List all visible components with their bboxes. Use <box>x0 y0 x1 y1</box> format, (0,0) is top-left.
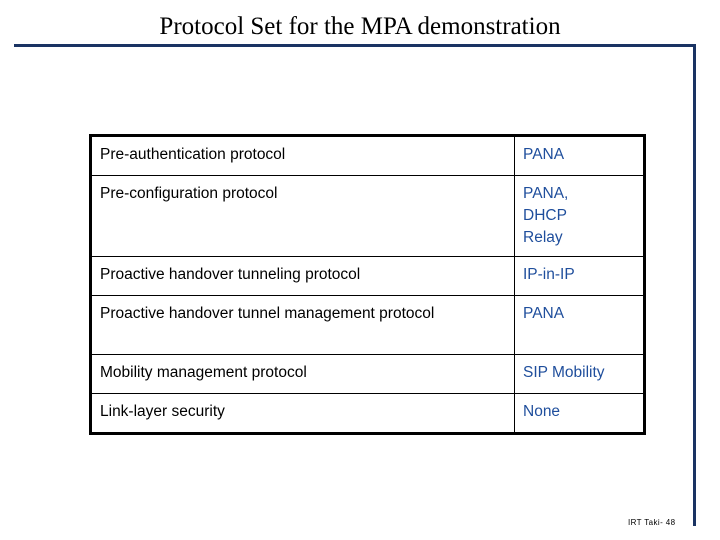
table-cell-protocol: Pre-authentication protocol <box>90 135 515 176</box>
table-cell-protocol: Pre-configuration protocol <box>90 175 515 257</box>
protocol-table: Pre-authentication protocol PANA Pre-con… <box>89 134 646 435</box>
table-cell-protocol: Proactive handover tunnel management pro… <box>90 295 515 355</box>
footer-note: IRT Taki- 48 <box>628 518 676 527</box>
table-cell-value: PANA, DHCP Relay <box>514 175 645 257</box>
page-title: Protocol Set for the MPA demonstration <box>159 13 561 40</box>
protocol-label: Pre-configuration protocol <box>100 185 278 202</box>
protocol-label: Proactive handover tunnel management pro… <box>100 305 435 322</box>
protocol-label: Pre-authentication protocol <box>100 146 286 163</box>
table-cell-value: None <box>514 393 645 434</box>
table-row: Proactive handover tunnel management pro… <box>90 295 645 355</box>
table-row: Pre-configuration protocol PANA, DHCP Re… <box>90 175 645 257</box>
protocol-value: IP-in-IP <box>523 266 575 283</box>
table-row: Proactive handover tunneling protocol IP… <box>90 256 645 296</box>
protocol-value: PANA, DHCP Relay <box>523 185 569 246</box>
table-cell-value: SIP Mobility <box>514 354 645 394</box>
decorative-top-rule <box>14 44 696 47</box>
decorative-right-rule <box>693 44 696 526</box>
protocol-value: None <box>523 403 561 420</box>
protocol-label: Proactive handover tunneling protocol <box>100 266 361 283</box>
table-cell-protocol: Link-layer security <box>90 393 515 434</box>
protocol-value: PANA <box>523 146 565 163</box>
protocol-value: SIP Mobility <box>523 364 605 381</box>
protocol-table-body: Pre-authentication protocol PANA Pre-con… <box>90 135 645 434</box>
protocol-label: Mobility management protocol <box>100 364 307 381</box>
table-cell-value: PANA <box>514 135 645 176</box>
table-cell-value: IP-in-IP <box>514 256 645 296</box>
protocol-value: PANA <box>523 305 565 322</box>
table-row: Mobility management protocol SIP Mobilit… <box>90 354 645 394</box>
table-row: Pre-authentication protocol PANA <box>90 135 645 176</box>
protocol-label: Link-layer security <box>100 403 225 420</box>
table-cell-protocol: Proactive handover tunneling protocol <box>90 256 515 296</box>
table-cell-protocol: Mobility management protocol <box>90 354 515 394</box>
table-row: Link-layer security None <box>90 393 645 434</box>
table-cell-value: PANA <box>514 295 645 355</box>
